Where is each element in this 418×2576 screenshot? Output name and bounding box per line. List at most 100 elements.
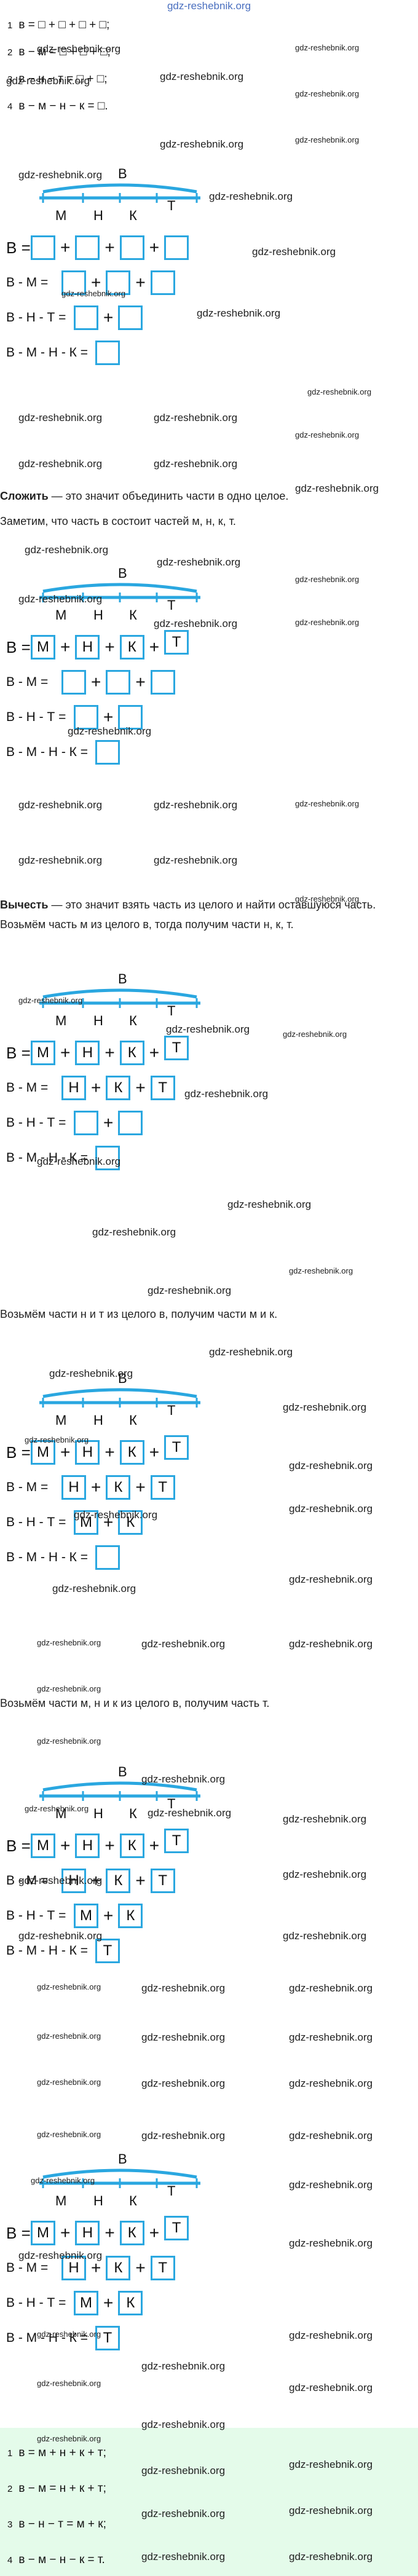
part-box-k[interactable]: К (119, 1041, 144, 1065)
part-box-n[interactable]: Н (75, 1440, 100, 1465)
brace-arc (42, 1781, 197, 1792)
watermark-text: gdz-reshebnik.org (209, 1346, 293, 1358)
watermark-text: gdz-reshebnik.org (6, 75, 90, 87)
brace-arc (42, 183, 197, 194)
empty-box[interactable] (31, 235, 55, 260)
part-box-t[interactable]: Т (150, 1076, 175, 1100)
part-box-t[interactable]: Т (150, 1869, 175, 1893)
site-logo[interactable]: gdz-reshebnik.org (167, 0, 251, 12)
watermark-text: gdz-reshebnik.org (18, 854, 103, 866)
part-box-m[interactable]: М (74, 1904, 98, 1928)
plus-sign: + (103, 1113, 114, 1132)
part-label-t: Т (167, 1796, 176, 1811)
empty-box[interactable] (95, 740, 120, 765)
part-box-n[interactable]: Н (75, 2221, 100, 2245)
part-box-k[interactable]: К (119, 635, 144, 660)
empty-box[interactable] (95, 1146, 120, 1170)
part-box-n[interactable]: Н (61, 1869, 86, 1893)
part-box-t[interactable]: Т (164, 1829, 189, 1853)
empty-box[interactable] (118, 705, 143, 730)
equation-row-1: В =+++ (6, 234, 189, 262)
empty-box[interactable] (61, 270, 86, 295)
watermark-text: gdz-reshebnik.org (18, 169, 103, 181)
empty-box[interactable] (61, 670, 86, 695)
watermark-text: gdz-reshebnik.org (154, 854, 238, 866)
watermark-text: gdz-reshebnik.org (295, 618, 360, 627)
watermark-text: gdz-reshebnik.org (25, 1804, 89, 1813)
empty-box[interactable] (106, 270, 131, 295)
equation-row-1: В =М+Н+К+Т (6, 630, 189, 661)
part-box-m[interactable]: М (31, 1041, 55, 1065)
empty-box[interactable] (75, 235, 100, 260)
empty-box[interactable] (164, 235, 189, 260)
part-box-t[interactable]: Т (164, 2216, 189, 2240)
part-box-k[interactable]: К (106, 1475, 131, 1500)
part-label-m: М (55, 208, 67, 223)
part-box-t[interactable]: Т (95, 2326, 120, 2350)
empty-box[interactable] (95, 341, 120, 365)
part-box-k[interactable]: К (118, 1510, 143, 1535)
watermark-text: gdz-reshebnik.org (283, 1030, 347, 1039)
watermark-text: gdz-reshebnik.org (49, 1368, 133, 1379)
empty-box[interactable] (106, 670, 131, 695)
part-box-n[interactable]: Н (75, 1834, 100, 1858)
watermark-text: gdz-reshebnik.org (289, 2459, 373, 2470)
part-box-n[interactable]: Н (61, 1475, 86, 1500)
plus-sign: + (135, 1078, 146, 1097)
part-box-m[interactable]: М (31, 1440, 55, 1465)
part-box-m[interactable]: М (74, 2291, 98, 2315)
whole-label: В (118, 166, 127, 181)
part-box-k[interactable]: К (119, 1440, 144, 1465)
empty-box[interactable] (119, 235, 144, 260)
watermark-text: gdz-reshebnik.org (289, 1574, 373, 1585)
part-label-m: М (55, 2193, 67, 2208)
empty-box[interactable] (118, 1111, 143, 1135)
empty-box[interactable] (95, 1545, 120, 1570)
watermark-text: gdz-reshebnik.org (141, 2465, 226, 2476)
part-box-m[interactable]: М (31, 1834, 55, 1858)
watermark-text: gdz-reshebnik.org (307, 387, 372, 396)
part-label-m: М (55, 1412, 67, 1428)
part-label-k: К (129, 1412, 137, 1428)
part-box-k[interactable]: К (119, 1834, 144, 1858)
part-label-m: М (55, 1013, 67, 1028)
part-box-t[interactable]: Т (150, 1475, 175, 1500)
part-box-k[interactable]: К (106, 1076, 131, 1100)
part-box-n[interactable]: Н (75, 635, 100, 660)
empty-box[interactable] (74, 1111, 98, 1135)
part-box-m[interactable]: М (74, 1510, 98, 1535)
segment-diagram (39, 2168, 200, 2188)
part-box-m[interactable]: М (31, 635, 55, 660)
empty-box[interactable] (118, 305, 143, 330)
empty-box[interactable] (150, 270, 175, 295)
part-box-t[interactable]: Т (150, 2256, 175, 2280)
part-box-k[interactable]: К (106, 2256, 131, 2280)
part-box-n[interactable]: Н (75, 1041, 100, 1065)
watermark-text: gdz-reshebnik.org (289, 1982, 373, 1994)
remove-m-text: Возьмём часть м из целого в, тогда получ… (0, 918, 294, 931)
part-box-k[interactable]: К (106, 1869, 131, 1893)
watermark-text: gdz-reshebnik.org (252, 246, 336, 258)
part-box-k[interactable]: К (118, 2291, 143, 2315)
part-box-t[interactable]: Т (164, 630, 189, 655)
plus-sign: + (60, 637, 71, 656)
empty-box[interactable] (150, 670, 175, 695)
plus-sign: + (103, 707, 114, 727)
part-box-k[interactable]: К (119, 2221, 144, 2245)
empty-box[interactable] (74, 305, 98, 330)
part-box-t[interactable]: Т (164, 1036, 189, 1060)
part-box-m[interactable]: М (31, 2221, 55, 2245)
equation-lhs: В - М - Н - К = (6, 2331, 88, 2345)
plus-sign: + (91, 1871, 101, 1890)
part-box-n[interactable]: Н (61, 1076, 86, 1100)
watermark-text: gdz-reshebnik.org (37, 2078, 101, 2087)
part-box-t[interactable]: Т (164, 1435, 189, 1460)
part-box-t[interactable]: Т (95, 1939, 120, 1963)
empty-box[interactable] (74, 705, 98, 730)
part-box-n[interactable]: Н (61, 2256, 86, 2280)
part-box-k[interactable]: К (118, 1904, 143, 1928)
